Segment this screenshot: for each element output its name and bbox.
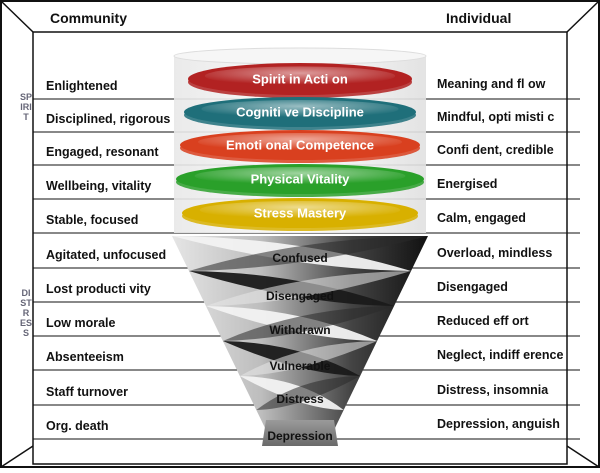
funnel-twist-shadow [205,271,412,306]
community-item: Lost producti vity [46,282,151,296]
band-disc [180,130,420,163]
individual-item: Depression, anguish [437,417,560,431]
community-item: Engaged, resonant [46,145,159,159]
funnel-twist-shadow [188,236,428,271]
funnel-twist-shadow [239,341,378,376]
community-item: Wellbeing, vitality [46,179,152,193]
band-label: Confused [272,251,327,265]
funnel-twist-shadow [222,306,395,341]
community-item: Stable, focused [46,213,139,227]
individual-item: Mindful, opti misti c [437,110,555,124]
community-item: Absenteeism [46,350,124,364]
individual-item: Neglect, indiff erence [437,348,564,362]
side-label-lower: DISTRESS [20,288,33,338]
community-item: Disciplined, rigorous [46,112,171,126]
individual-item: Distress, insomnia [437,383,549,397]
band-disc [182,198,418,231]
band-disc [184,97,416,130]
band-label: Emoti onal Competence [226,138,374,153]
community-item: Low morale [46,316,116,330]
band-label: Vulnerable [270,359,331,373]
individual-item: Energised [437,177,498,191]
band-label: Stress Mastery [254,206,347,221]
band-label: Disengaged [266,289,334,303]
community-item: Staff turnover [46,385,128,399]
individual-item: Overload, mindless [437,246,553,260]
individual-item: Disengaged [437,280,508,294]
funnel-body [172,236,428,430]
band-label: Distress [276,392,324,406]
upper-discs [176,63,424,231]
lower-funnel [172,236,428,446]
band-disc [188,63,412,98]
band-label: Depression [267,429,332,443]
side-label-upper: SPIRIT [20,92,33,122]
individual-item: Calm, engaged [437,211,526,225]
funnel-twist-shadow [256,376,361,410]
funnel-base [262,420,338,446]
individual-item: Confi dent, credible [437,143,554,157]
community-header: Community [50,10,127,26]
band-disc [176,164,424,197]
band-label: Spirit in Acti on [252,72,348,87]
band-labels: Spirit in Acti on Cogniti ve DisciplineEm… [226,72,374,444]
individual-item: Reduced eff ort [437,314,529,328]
community-item: Enlightened [46,79,118,93]
band-label: Withdrawn [269,323,330,337]
band-label: Cogniti ve Discipline [236,105,364,120]
community-item: Org. death [46,419,109,433]
glass-top [173,47,427,65]
band-label: Physical Vitality [251,172,351,187]
community-item: Agitated, unfocused [46,248,167,262]
individual-item: Meaning and fl ow [437,77,546,91]
individual-header: Individual [446,10,512,26]
